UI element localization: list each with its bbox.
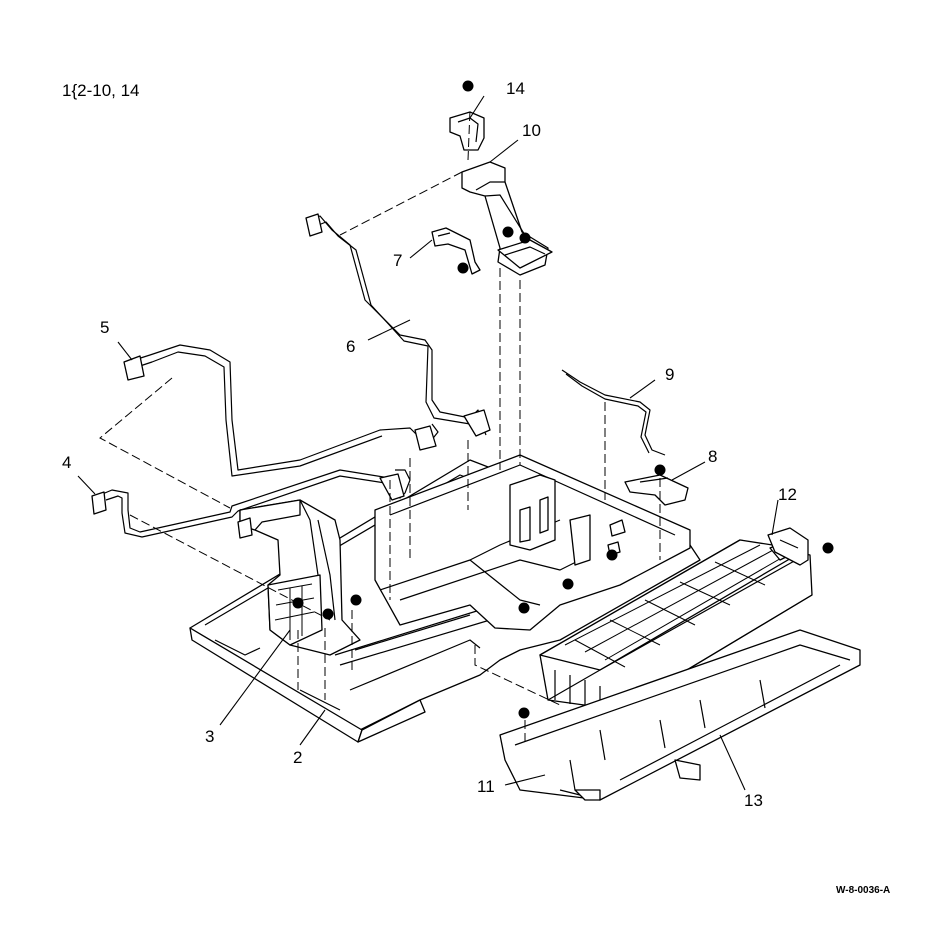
screw-icon	[462, 80, 474, 92]
callout-9: 9	[665, 365, 674, 384]
callout-14: 14	[506, 79, 525, 98]
screw-icon	[350, 594, 362, 606]
figure-reference: W-8-0036-A	[836, 885, 890, 896]
screw-icon	[518, 602, 530, 614]
callout-3: 3	[205, 727, 214, 746]
callout-2: 2	[293, 748, 302, 767]
filter-housing	[539, 539, 813, 711]
bracket-arm	[305, 213, 491, 437]
lower-tray	[499, 629, 861, 801]
applicability-label: 1{2-10, 14	[62, 81, 140, 100]
screw-icon	[822, 542, 834, 554]
top-bracket	[449, 111, 485, 151]
top-plate	[767, 527, 809, 566]
screw-icon	[562, 578, 574, 590]
column-bracket	[461, 161, 553, 276]
callout-5: 5	[100, 318, 109, 337]
callout-8: 8	[708, 447, 717, 466]
callout-12: 12	[778, 485, 797, 504]
callout-4: 4	[62, 453, 71, 472]
callout-6: 6	[346, 337, 355, 356]
screw-icon	[654, 464, 666, 476]
harness-frame-upper	[123, 344, 439, 477]
frame-tray	[374, 454, 691, 631]
callout-10: 10	[522, 121, 541, 140]
screw-icon	[519, 232, 531, 244]
screw-icon	[518, 707, 530, 719]
screw-icon	[502, 226, 514, 238]
side-bracket	[624, 474, 689, 506]
wire-spring	[561, 369, 666, 456]
callout-11: 11	[477, 777, 495, 796]
small-bracket	[431, 227, 481, 275]
screw-icon	[457, 262, 469, 274]
harness-frame-lower	[91, 469, 411, 538]
screw-icon	[292, 597, 304, 609]
screw-icon	[606, 549, 618, 561]
callout-13: 13	[744, 791, 763, 810]
callout-7: 7	[393, 251, 402, 270]
leader-lines	[77, 95, 779, 791]
callout-labels: 14 10 7 6 5 4 9 8 12 3 2 11 13	[62, 79, 797, 810]
screw-icon	[322, 608, 334, 620]
screws	[292, 80, 834, 719]
